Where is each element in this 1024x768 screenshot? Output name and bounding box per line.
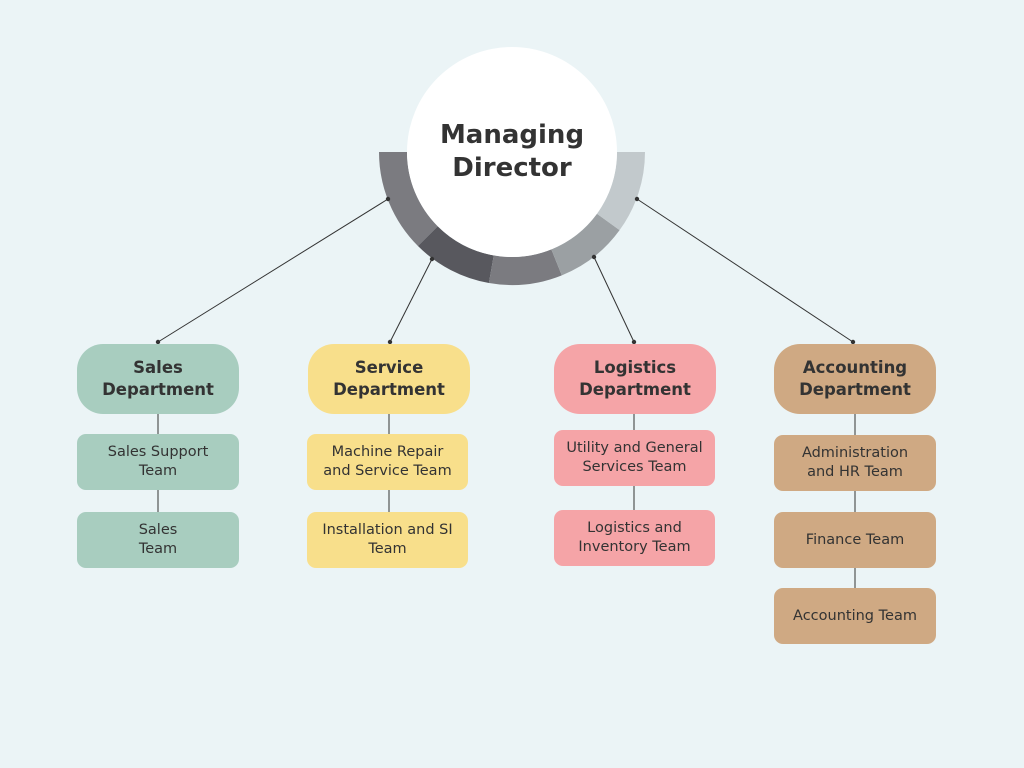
logistics-department-node: Logistics Department — [554, 344, 716, 414]
logistics-department-label: Logistics Department — [579, 358, 691, 399]
installation-si-team-node: Installation and SI Team — [307, 512, 468, 568]
connector-dot — [634, 196, 640, 202]
director-to-department-connector — [157, 198, 389, 343]
machine-repair-team-node: Machine Repair and Service Team — [307, 434, 468, 490]
connectors — [155, 196, 856, 588]
connector-dot — [155, 339, 161, 345]
director-ring — [379, 152, 645, 286]
service-department-node: Service Department — [308, 344, 470, 414]
accounting-department-label: Accounting Department — [799, 358, 911, 399]
ring-segment — [596, 152, 645, 231]
machine-repair-team-label: Machine Repair and Service Team — [323, 444, 452, 479]
logistics-inventory-team-node: Logistics and Inventory Team — [554, 510, 715, 566]
finance-team-node: Finance Team — [774, 512, 936, 568]
accounting-team-label: Accounting Team — [793, 607, 917, 624]
managing-director-node: Managing Director — [407, 47, 617, 257]
director-to-department-connector — [593, 256, 635, 343]
accounting-department-node: Accounting Department — [774, 344, 936, 414]
sales-department-label: Sales Department — [102, 358, 214, 399]
ring-segment — [379, 152, 438, 247]
utility-general-services-team-label: Utility and General Services Team — [566, 440, 703, 475]
director-to-department-connector — [389, 258, 433, 343]
connector-dot — [591, 254, 597, 260]
ring-segment — [417, 226, 494, 283]
installation-si-team-label: Installation and SI Team — [322, 522, 453, 557]
ring-segment — [488, 249, 562, 286]
administration-hr-team-label: Administration and HR Team — [801, 445, 909, 480]
connector-dot — [429, 256, 435, 262]
connector-dot — [850, 339, 856, 345]
managing-director-title: Managing Director — [439, 120, 585, 183]
logistics-inventory-team-label: Logistics and Inventory Team — [578, 520, 691, 555]
administration-hr-team-node: Administration and HR Team — [774, 435, 936, 491]
connector-dot — [385, 196, 391, 202]
sales-support-team-label: Sales Support Team — [107, 444, 209, 479]
utility-general-services-team-node: Utility and General Services Team — [554, 430, 715, 486]
connector-dot — [387, 339, 393, 345]
sales-team-label: Sales Team — [138, 522, 178, 557]
finance-team-label: Finance Team — [805, 531, 905, 548]
connector-dot — [631, 339, 637, 345]
sales-department-node: Sales Department — [77, 344, 239, 414]
accounting-team-node: Accounting Team — [774, 588, 936, 644]
sales-support-team-node: Sales Support Team — [77, 434, 239, 490]
sales-team-node: Sales Team — [77, 512, 239, 568]
service-department-label: Service Department — [333, 358, 445, 399]
ring-segment — [551, 213, 620, 276]
director-to-department-connector — [636, 198, 854, 343]
